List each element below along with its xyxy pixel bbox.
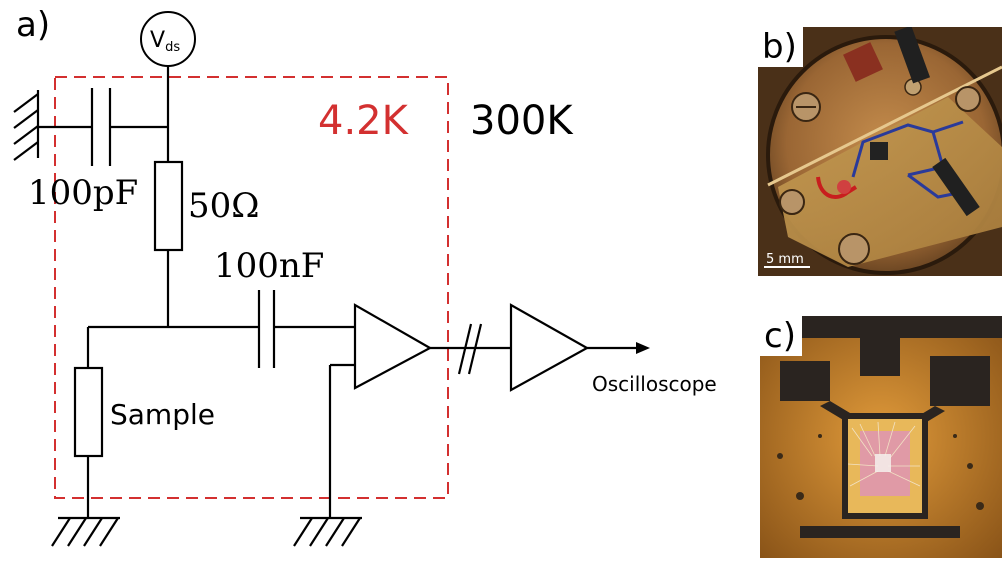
sample-label: Sample [110,398,215,431]
panel-label-a: a) [16,5,50,45]
circuit-schematic: a) 4.2K 300K Vds 100pF 50Ω 100nF Sample [13,5,717,547]
cold-region-label: 4.2K [318,98,410,144]
ground-bottom-middle-icon [293,516,362,547]
sample-resistor [73,366,104,458]
cap1-label: 100pF [28,173,138,213]
scale-label: 5 mm [766,252,804,267]
ground-bottom-left-icon [51,516,120,547]
panel-label-c: c) [760,316,802,356]
resistor-50ohm [153,160,184,252]
photo-chip-bonding: c) [760,316,1002,558]
ground-left-icon [13,90,40,161]
amplifier-cold [353,303,433,390]
output-label: Oscilloscope [592,372,717,396]
vds-label: Vds [150,28,180,55]
output-arrow-icon [636,342,650,354]
panel-label-b: b) [758,27,803,67]
resistor-label: 50Ω [188,186,259,226]
photo-sample-holder: 5 mm b) [758,27,1002,276]
cable-break-mark [457,323,473,375]
warm-region-label: 300K [470,98,574,144]
cap2-label: 100nF [214,246,324,286]
cold-region-box [54,76,449,499]
amplifier-warm [509,303,590,392]
